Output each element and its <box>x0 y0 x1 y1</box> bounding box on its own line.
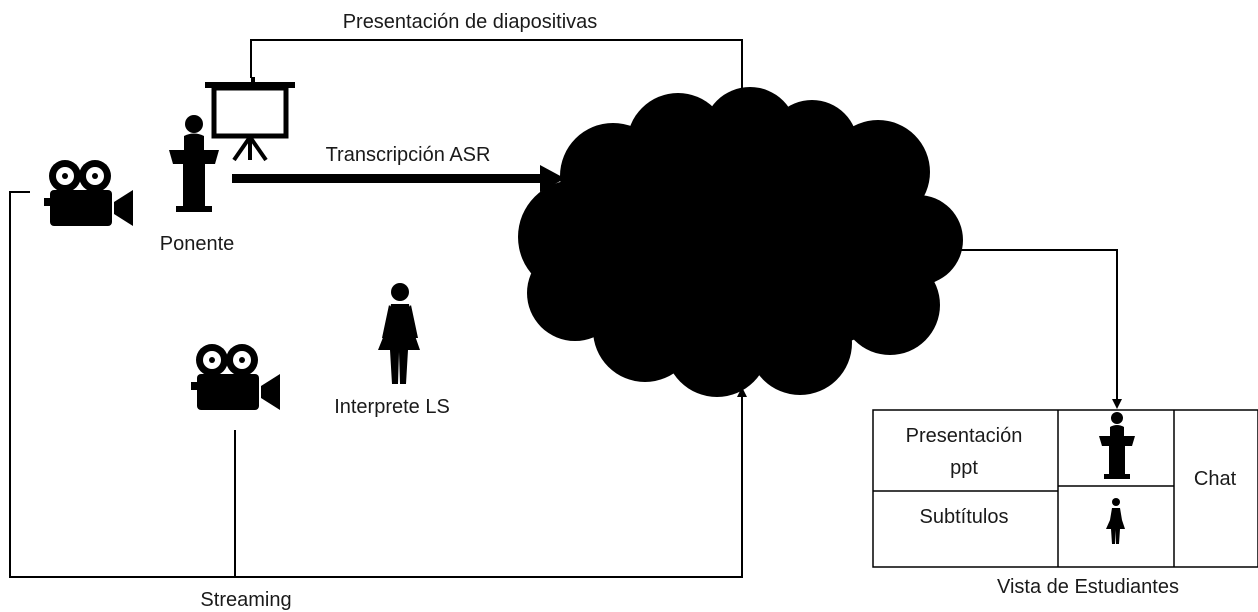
asr-arrow <box>232 165 565 192</box>
projector-screen-icon <box>205 77 295 162</box>
cloud-icon <box>518 87 963 397</box>
slides-connector <box>250 39 747 127</box>
presentation-cell-line1: Presentación <box>906 425 1023 447</box>
subtitles-cell: Subtítulos <box>920 506 1009 528</box>
chat-cell: Chat <box>1194 468 1237 490</box>
asr-label: Transcripción ASR <box>326 144 491 166</box>
students-connector <box>960 249 1122 409</box>
speaker-podium-icon <box>169 115 219 212</box>
video-camera-icon <box>191 344 280 410</box>
slides-label: Presentación de diapositivas <box>343 11 598 33</box>
woman-icon <box>1106 498 1125 544</box>
presentation-cell-line2: ppt <box>950 457 978 479</box>
streaming-connector <box>9 191 747 578</box>
woman-icon <box>378 283 420 384</box>
students-view-panel <box>872 409 1258 568</box>
speaker-label: Ponente <box>160 233 235 255</box>
interpreter-label: Interprete LS <box>334 396 450 418</box>
students-view-label: Vista de Estudiantes <box>997 576 1179 598</box>
speaker-podium-icon <box>1099 412 1135 479</box>
streaming-label: Streaming <box>200 589 291 611</box>
video-camera-icon <box>44 160 133 226</box>
